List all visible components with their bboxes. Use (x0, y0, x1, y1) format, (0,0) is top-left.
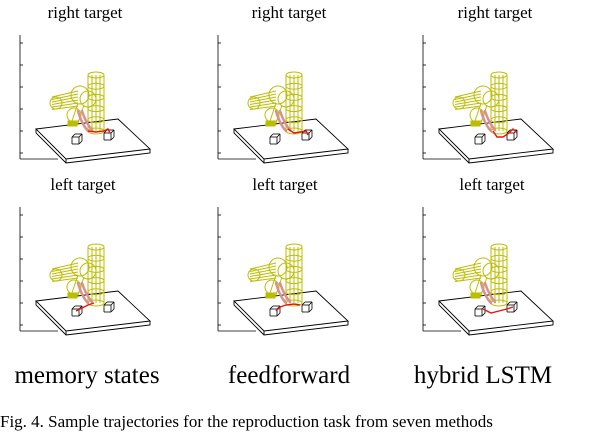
robot-panel-r1c2 (217, 35, 350, 164)
robot-column (87, 243, 105, 307)
end-effector-path (87, 128, 111, 134)
table-frame (35, 290, 152, 336)
target-box-left (269, 133, 281, 145)
robot-panel-r2c1 (19, 207, 152, 336)
robot-column (87, 71, 105, 135)
axes (422, 207, 461, 332)
swept-trajectory (274, 281, 292, 305)
axes (217, 35, 256, 160)
panel-title-row1-col2: right target (251, 3, 327, 22)
table-frame (438, 118, 555, 164)
swept-trajectory (76, 109, 94, 133)
robot-panel-r2c2 (217, 207, 350, 336)
target-box-right (301, 129, 313, 141)
robot-gripper (470, 292, 481, 299)
robot-gripper (67, 120, 78, 127)
robot-gripper (67, 292, 78, 299)
robot-panel-r1c1 (19, 35, 152, 164)
table-frame (438, 290, 555, 336)
robot-gripper (265, 120, 276, 127)
panel-title-row2-col2: left target (252, 175, 318, 194)
end-effector-path (492, 128, 518, 138)
axes (217, 207, 256, 332)
target-box-right (103, 301, 115, 313)
target-box-right (301, 301, 313, 313)
target-box-left (71, 133, 83, 145)
end-effector-path (287, 128, 309, 136)
robot-panel-r1c3 (422, 35, 555, 164)
robot-panel-r2c3 (422, 207, 555, 336)
target-box-right (506, 301, 518, 313)
axes (422, 35, 461, 160)
swept-trajectory (479, 281, 497, 305)
end-effector-path (482, 306, 514, 314)
target-box-right (506, 129, 518, 141)
target-box-left (71, 305, 83, 317)
target-box-left (474, 305, 486, 317)
table-frame (233, 290, 350, 336)
swept-trajectory (479, 109, 497, 133)
figure-caption: Fig. 4. Sample trajectories for the repr… (0, 412, 493, 431)
target-box-left (269, 305, 281, 317)
panel-title-row1-col3: right target (457, 3, 533, 22)
column-label-feedforward: feedforward (227, 362, 351, 389)
robot-arm (247, 85, 295, 124)
end-effector-path (75, 302, 95, 312)
end-effector-path (275, 303, 301, 312)
column-label-memory-states: memory states (14, 362, 160, 389)
panel-title-row1-col1: right target (47, 3, 123, 22)
panel-title-row2-col1: left target (50, 175, 116, 194)
table-frame (233, 118, 350, 164)
axes (19, 207, 58, 332)
panel-title-row2-col3: left target (459, 175, 525, 194)
axes (19, 35, 58, 160)
robot-gripper (265, 292, 276, 299)
swept-trajectory (76, 281, 94, 305)
swept-trajectory (274, 109, 292, 133)
table-frame (35, 118, 152, 164)
robot-column (490, 243, 508, 307)
robot-column (285, 243, 303, 307)
robot-column (285, 71, 303, 135)
robot-gripper (470, 120, 481, 127)
robot-arm (247, 257, 295, 296)
robot-arm (452, 257, 500, 296)
target-box-left (474, 133, 486, 145)
column-label-hybrid-lstm: hybrid LSTM (413, 362, 553, 389)
robot-column (490, 71, 508, 135)
